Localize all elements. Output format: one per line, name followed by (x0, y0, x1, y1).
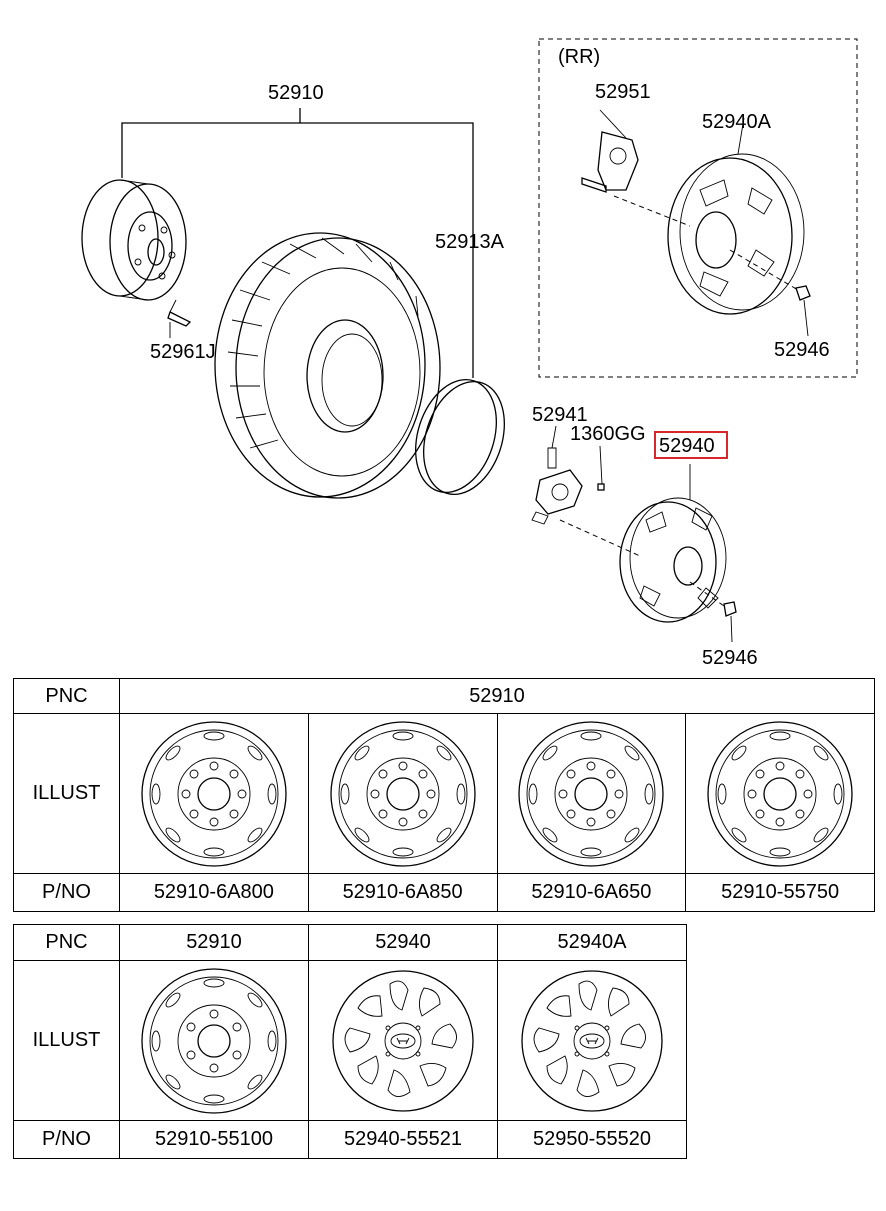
illust-cell (496, 713, 687, 874)
part-number-cell[interactable]: 52910-55750 (685, 873, 875, 912)
parts-table-wheels-covers: PNC 52910 52940 52940A ILLUST (13, 924, 687, 1159)
illust-cell (119, 713, 309, 874)
illust-cell (308, 960, 498, 1121)
wheel-8-slot-icon (707, 720, 853, 867)
front-wheel-cover-drawing (619, 464, 737, 643)
wheel-cover-icon (332, 969, 474, 1112)
row-header-pno: P/NO (13, 873, 120, 912)
pnc-cell: 52910 (119, 924, 309, 961)
parts-table-wheels: PNC 52910 ILLUST (13, 678, 875, 912)
part-number-cell[interactable]: 52950-55520 (497, 1120, 687, 1159)
wheel-8-slot-icon (329, 720, 476, 867)
wheel-cover-icon (521, 969, 663, 1112)
part-label-52961J[interactable]: 52961J (150, 341, 216, 363)
wheel-8-slot-icon (518, 720, 665, 867)
row-header-illust: ILLUST (13, 960, 120, 1121)
rear-section-box (538, 38, 858, 378)
row-header-pno: P/NO (13, 1120, 120, 1159)
part-number-cell[interactable]: 52910-6A650 (496, 873, 687, 912)
part-label-52946-front[interactable]: 52946 (702, 647, 758, 669)
row-header-illust: ILLUST (13, 713, 120, 874)
pnc-cell: 52910 (119, 678, 875, 714)
part-label-52910[interactable]: 52910 (268, 82, 324, 104)
part-label-52946-rear[interactable]: 52946 (774, 339, 830, 361)
highlight-box (654, 431, 728, 459)
illust-cell (685, 713, 875, 874)
tire-drawing (214, 232, 441, 499)
wheel-rim-drawing (81, 179, 187, 301)
part-label-52940A[interactable]: 52940A (702, 111, 772, 133)
row-header-pnc: PNC (13, 678, 120, 714)
part-number-cell[interactable]: 52910-55100 (119, 1120, 309, 1159)
exploded-parts-diagram: (RR) 52910 52913A 52961J 52951 52940A 52… (81, 38, 858, 669)
tire-flap-drawing (415, 378, 505, 496)
valve-drawing (167, 299, 192, 338)
rear-cover-bracket-drawing (581, 109, 691, 227)
wheel-8-slot-icon (141, 720, 287, 867)
label-bracket-52910 (121, 108, 474, 378)
part-number-cell[interactable]: 52910-6A850 (307, 873, 498, 912)
part-label-1360GG[interactable]: 1360GG (570, 423, 646, 445)
rear-section-label: (RR) (558, 46, 600, 68)
pnc-cell: 52940A (497, 924, 687, 961)
part-label-52940[interactable]: 52940 (659, 435, 715, 457)
part-number-cell[interactable]: 52940-55521 (308, 1120, 498, 1159)
part-label-52941[interactable]: 52941 (532, 404, 588, 426)
illust-cell (119, 960, 309, 1121)
rear-wheel-cover-drawing (667, 117, 811, 337)
row-header-pnc: PNC (13, 924, 120, 961)
pnc-cell: 52940 (308, 924, 498, 961)
illust-cell (307, 713, 498, 874)
part-label-52913A[interactable]: 52913A (435, 231, 505, 253)
part-label-52951[interactable]: 52951 (595, 81, 651, 103)
part-number-cell[interactable]: 52910-6A800 (119, 873, 309, 912)
wheel-6-hole-icon (141, 967, 287, 1114)
front-cover-bracket-drawing (531, 425, 641, 557)
illust-cell (497, 960, 687, 1121)
